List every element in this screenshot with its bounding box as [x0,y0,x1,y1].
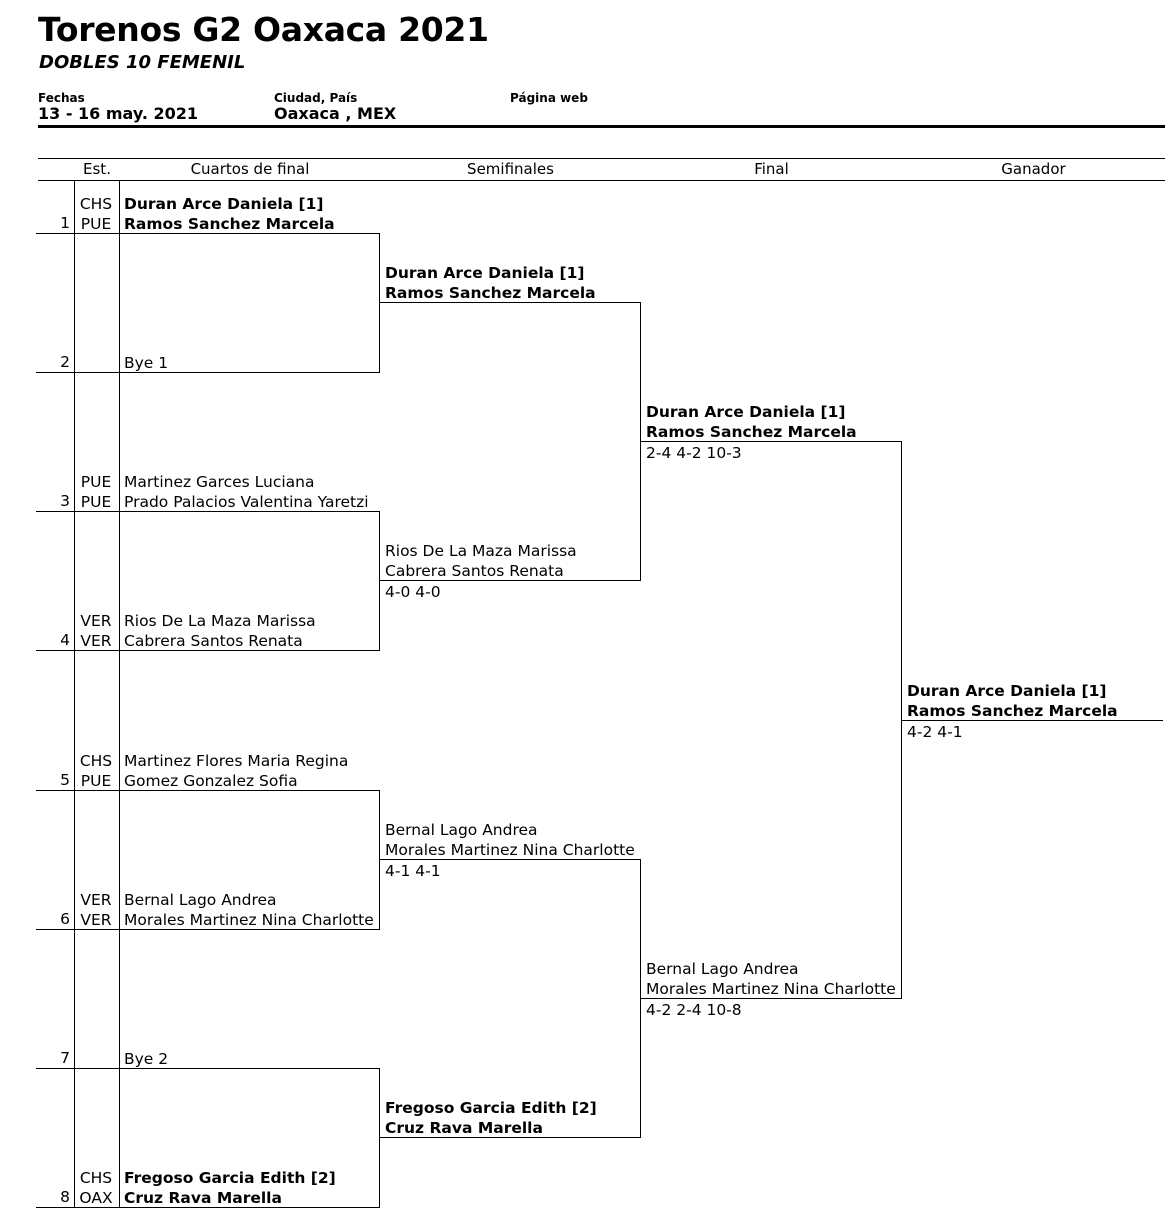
draw-number: 3 [60,492,70,510]
slot-line [36,650,380,651]
player-name: Fregoso Garcia Edith [2] [385,1099,597,1117]
state-code: CHS [79,752,113,770]
match-score: 2-4 4-2 10-3 [646,444,742,462]
slot-line [641,441,902,442]
bye-label: Bye 1 [124,354,169,372]
player-name: Rios De La Maza Marissa [385,542,577,560]
match-score: 4-2 4-1 [907,723,963,741]
bracket-connector [379,233,380,373]
player-name: Duran Arce Daniela [1] [385,264,585,282]
match-score: 4-1 4-1 [385,862,441,880]
player-name: Cruz Rava Marella [124,1189,282,1207]
column-header-semifinals: Semifinales [467,160,554,178]
player-name: Rios De La Maza Marissa [124,612,316,630]
bracket-connector [901,441,902,999]
slot-line [380,302,641,303]
dates-value: 13 - 16 may. 2021 [38,104,198,123]
state-code: CHS [79,195,113,213]
state-code: PUE [80,493,112,511]
draw-number: 7 [60,1049,70,1067]
player-name: Ramos Sanchez Marcela [124,215,335,233]
slot-line [36,929,380,930]
event-subtitle: DOBLES 10 FEMENIL [39,52,246,73]
dates-label: Fechas [38,91,85,105]
draw-number: 5 [60,771,70,789]
player-name: Bernal Lago Andrea [385,821,538,839]
winner-name: Ramos Sanchez Marcela [907,702,1118,720]
column-header-bottom-rule [38,180,1165,181]
slot-line [36,1068,380,1069]
slot-line [36,1207,380,1208]
web-label: Página web [510,91,588,105]
slot-line [641,998,902,999]
column-header-top-rule [38,158,1165,159]
bracket-connector [640,859,641,1138]
slot-line [36,511,380,512]
draw-number: 4 [60,631,70,649]
column-header-final: Final [754,160,789,178]
state-code: VER [80,891,112,909]
player-name: Martinez Flores Maria Regina [124,752,349,770]
bracket-connector [640,302,641,581]
page-title: Torenos G2 Oaxaca 2021 [38,10,489,49]
player-name: Cabrera Santos Renata [385,562,564,580]
state-code: OAX [79,1189,113,1207]
state-code: VER [80,911,112,929]
player-name: Cruz Rava Marella [385,1119,543,1137]
player-name: Duran Arce Daniela [1] [646,403,846,421]
state-code: PUE [80,215,112,233]
slot-line [380,580,641,581]
slot-line [36,372,380,373]
est-column-divider [74,180,75,1208]
player-name: Fregoso Garcia Edith [2] [124,1169,336,1187]
match-score: 4-2 2-4 10-8 [646,1001,742,1019]
header-divider [38,125,1165,128]
column-header-est: Est. [83,160,111,178]
bracket-connector [379,511,380,651]
state-code: CHS [79,1169,113,1187]
player-name: Cabrera Santos Renata [124,632,303,650]
draw-number: 2 [60,353,70,371]
state-code: PUE [80,772,112,790]
bracket-connector [379,1068,380,1208]
state-code: VER [80,632,112,650]
draw-number: 6 [60,910,70,928]
player-name: Bernal Lago Andrea [124,891,277,909]
slot-line [380,1137,641,1138]
bye-label: Bye 2 [124,1050,169,1068]
column-header-winner: Ganador [1001,160,1066,178]
slot-line [380,859,641,860]
player-name: Bernal Lago Andrea [646,960,799,978]
player-name: Morales Martinez Nina Charlotte [124,911,374,929]
column-header-quarterfinals: Cuartos de final [190,160,310,178]
slot-line [36,233,380,234]
player-name: Ramos Sanchez Marcela [385,284,596,302]
player-name: Prado Palacios Valentina Yaretzi [124,493,369,511]
player-name: Duran Arce Daniela [1] [124,195,324,213]
winner-name: Duran Arce Daniela [1] [907,682,1107,700]
player-name: Ramos Sanchez Marcela [646,423,857,441]
player-name: Morales Martinez Nina Charlotte [646,980,896,998]
state-code: PUE [80,473,112,491]
player-name: Gomez Gonzalez Sofia [124,772,298,790]
slot-line [36,790,380,791]
city-value: Oaxaca , MEX [274,104,397,123]
city-label: Ciudad, País [274,91,358,105]
names-column-divider [119,180,120,1208]
slot-line [902,720,1163,721]
draw-number: 8 [60,1188,70,1206]
draw-number: 1 [60,214,70,232]
player-name: Martinez Garces Luciana [124,473,315,491]
match-score: 4-0 4-0 [385,583,441,601]
state-code: VER [80,612,112,630]
bracket-connector [379,790,380,930]
player-name: Morales Martinez Nina Charlotte [385,841,635,859]
